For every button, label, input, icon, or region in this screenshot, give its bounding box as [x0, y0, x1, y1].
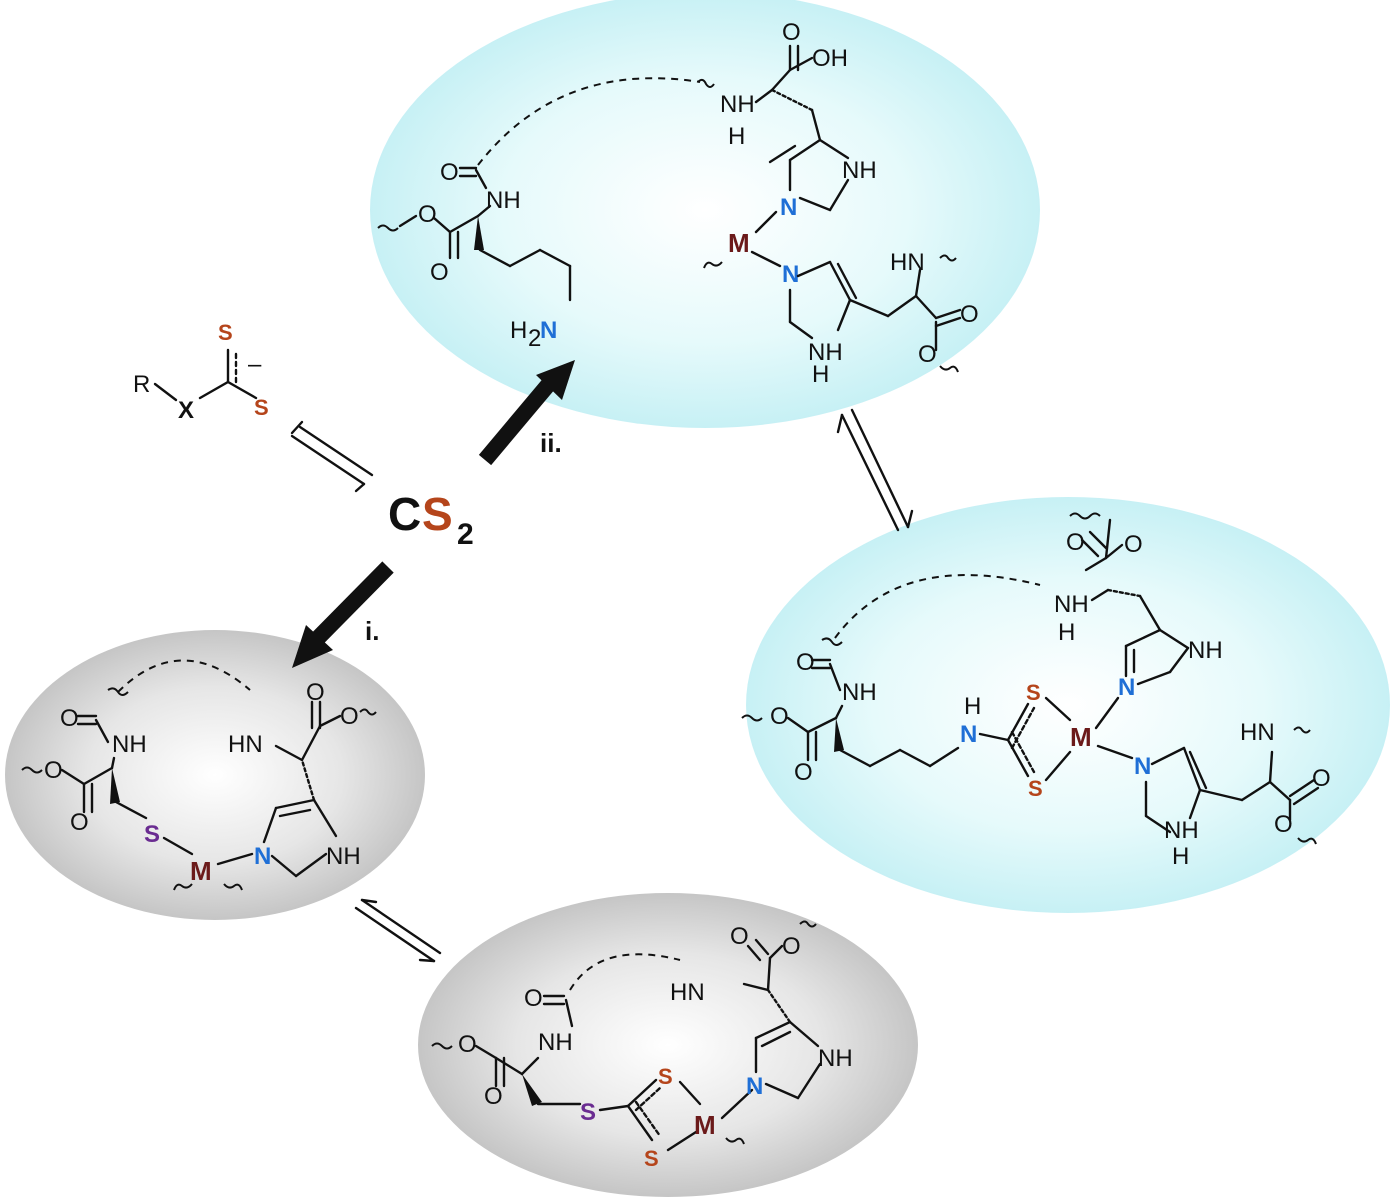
svg-text:M: M: [694, 1110, 716, 1140]
svg-text:O: O: [306, 679, 325, 706]
x-label: X: [178, 397, 194, 424]
svg-text:NH: NH: [818, 1045, 853, 1072]
svg-text:O: O: [1124, 531, 1143, 558]
svg-text:H: H: [964, 693, 981, 720]
svg-text:S: S: [580, 1099, 596, 1126]
svg-text:H: H: [728, 123, 745, 150]
cs2-s: S: [422, 488, 453, 540]
svg-text:N: N: [782, 261, 799, 288]
svg-text:O: O: [960, 301, 979, 328]
svg-text:M: M: [190, 856, 212, 886]
dithiocarbamate-ligand: R X S S –: [133, 320, 269, 424]
svg-text:H: H: [510, 317, 527, 344]
svg-text:HN: HN: [670, 979, 705, 1006]
svg-text:O: O: [44, 757, 63, 784]
cyan-ellipse-right: [746, 497, 1390, 913]
svg-text:N: N: [746, 1073, 763, 1100]
cysteine-metal-complex: O NH O O S M N NH HN O O: [21, 659, 377, 891]
svg-text:S: S: [144, 821, 160, 848]
grey-ellipse-bottom: [418, 893, 918, 1197]
cs2-reagent: C S 2: [388, 488, 474, 551]
s-top-label: S: [218, 320, 233, 345]
svg-text:O: O: [794, 759, 813, 786]
svg-text:O: O: [70, 809, 89, 836]
svg-text:NH: NH: [808, 339, 843, 366]
svg-text:N: N: [780, 194, 797, 221]
svg-text:NH: NH: [326, 843, 361, 870]
svg-text:O: O: [730, 923, 749, 950]
arrow-i: [292, 561, 394, 668]
svg-text:S: S: [1026, 680, 1041, 705]
svg-text:O: O: [782, 933, 801, 960]
equilibrium-arrow-dithio: [290, 420, 374, 493]
svg-text:NH: NH: [842, 157, 877, 184]
svg-text:O: O: [796, 649, 815, 676]
svg-text:O: O: [782, 19, 801, 46]
cs2-sub: 2: [457, 518, 474, 551]
svg-text:S: S: [1028, 776, 1043, 801]
svg-text:NH: NH: [1054, 591, 1089, 618]
svg-text:M: M: [1070, 722, 1092, 752]
svg-text:NH: NH: [720, 91, 755, 118]
svg-text:N: N: [1118, 674, 1135, 701]
svg-text:O: O: [770, 703, 789, 730]
svg-text:O: O: [918, 341, 937, 368]
svg-text:N: N: [1134, 753, 1151, 780]
svg-text:O: O: [1066, 529, 1085, 556]
svg-text:OH: OH: [812, 45, 848, 72]
svg-text:O: O: [458, 1031, 477, 1058]
svg-text:NH: NH: [1188, 637, 1223, 664]
histidine-pair-top: NH H O OH N NH M N NH H HN: [703, 19, 979, 388]
svg-text:HN: HN: [228, 731, 263, 758]
svg-text:NH: NH: [538, 1029, 573, 1056]
svg-text:O: O: [524, 985, 543, 1012]
svg-text:2: 2: [528, 325, 541, 352]
cs2-c: C: [388, 488, 421, 540]
svg-text:H: H: [1058, 619, 1075, 646]
svg-text:HN: HN: [890, 249, 925, 276]
svg-text:O: O: [440, 159, 459, 186]
svg-text:HN: HN: [1240, 719, 1275, 746]
svg-text:NH: NH: [486, 187, 521, 214]
lysine-dithiocarbamate-complex: O O NH H N NH O NH O O N H: [741, 512, 1331, 870]
r-label: R: [133, 371, 150, 398]
svg-text:O: O: [418, 201, 437, 228]
svg-text:NH: NH: [842, 679, 877, 706]
step-i-label: i.: [365, 616, 379, 646]
cyan-ellipse-top: [370, 0, 1040, 428]
svg-text:O: O: [1312, 765, 1331, 792]
svg-text:O: O: [484, 1083, 503, 1110]
arrow-ii: [478, 360, 575, 466]
cysteine-trithiocarbonate-complex: O NH O O S S S M N NH: [431, 920, 853, 1171]
svg-text:H: H: [812, 361, 829, 388]
svg-text:S: S: [658, 1064, 673, 1089]
svg-text:N: N: [254, 843, 271, 870]
svg-text:O: O: [340, 703, 359, 730]
svg-text:O: O: [430, 259, 449, 286]
minus-label: –: [248, 351, 262, 378]
svg-text:H: H: [1172, 843, 1189, 870]
svg-text:NH: NH: [112, 731, 147, 758]
step-ii-label: ii.: [540, 428, 562, 458]
svg-text:O: O: [1274, 811, 1293, 838]
svg-text:N: N: [540, 317, 557, 344]
svg-text:NH: NH: [1164, 817, 1199, 844]
s-bottom-label: S: [254, 395, 269, 420]
svg-text:O: O: [60, 705, 79, 732]
svg-text:M: M: [728, 228, 750, 258]
equilibrium-arrow-bottom: [354, 898, 442, 963]
lysine-residue: O O NH O H 2 N: [377, 77, 715, 352]
svg-text:S: S: [644, 1146, 659, 1171]
svg-text:N: N: [960, 721, 977, 748]
equilibrium-arrow-right: [836, 408, 914, 532]
